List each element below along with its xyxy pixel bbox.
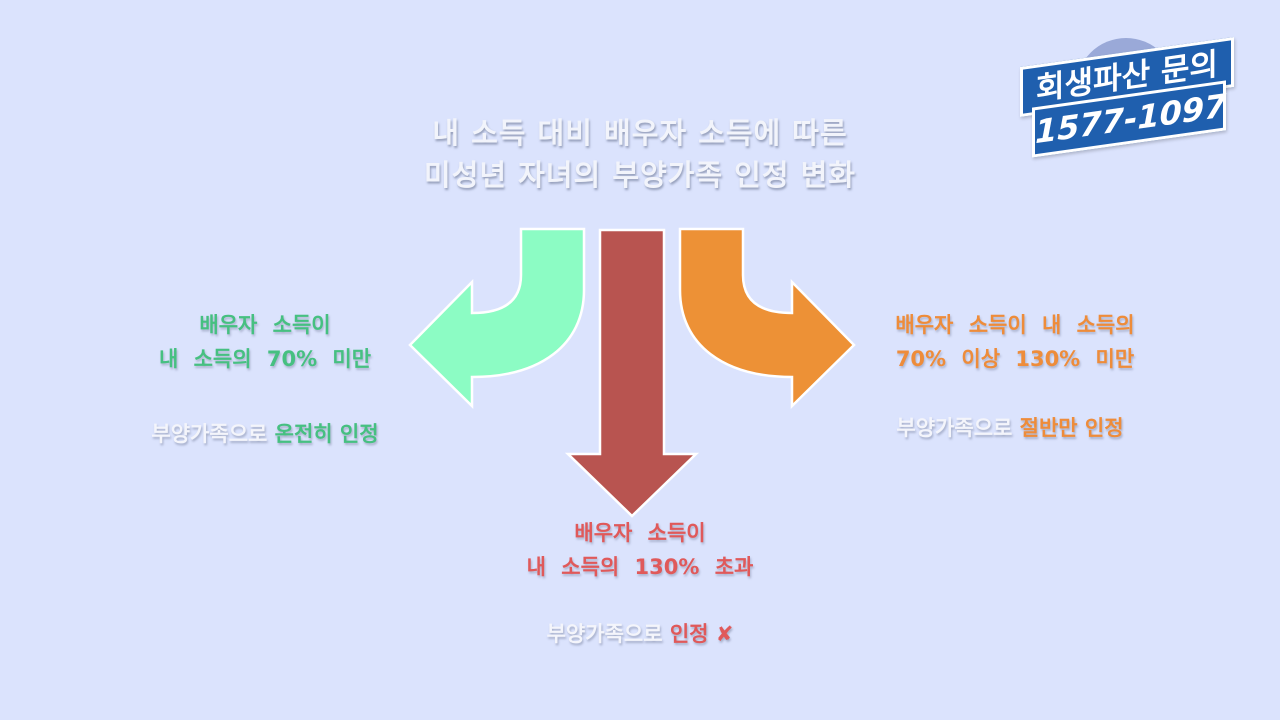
page-title: 내 소득 대비 배우자 소득에 따른 미성년 자녀의 부양가족 인정 변화 — [340, 112, 940, 196]
down-arrow-icon — [564, 228, 700, 518]
title-line-2: 미성년 자녀의 부양가족 인정 변화 — [424, 158, 856, 192]
inquiry-badge: 회생파산 문의 1577-1097 — [1014, 30, 1244, 158]
center-condition-line-2: 내 소득의 130% 초과 — [526, 555, 754, 579]
center-result-lead: 부양가족으로 — [546, 622, 663, 646]
right-condition: 배우자 소득이 내 소득의 70% 이상 130% 미만 — [850, 308, 1180, 376]
left-result-lead: 부양가족으로 — [151, 422, 268, 446]
title-line-1: 내 소득 대비 배우자 소득에 따른 — [432, 116, 848, 150]
left-result: 부양가족으로 온전히 인정 — [100, 418, 430, 448]
left-curved-arrow-icon — [408, 227, 586, 409]
left-result-value: 온전히 인정 — [274, 422, 379, 446]
right-condition-line-2: 70% 이상 130% 미만 — [895, 347, 1135, 371]
right-result: 부양가족으로 절반만 인정 — [845, 412, 1175, 442]
right-condition-line-1: 배우자 소득이 내 소득의 — [895, 313, 1135, 337]
right-result-value: 절반만 인정 — [1019, 416, 1124, 440]
center-condition: 배우자 소득이 내 소득의 130% 초과 — [480, 516, 800, 584]
center-result: 부양가족으로 인정 ✘ — [480, 618, 800, 648]
center-condition-line-1: 배우자 소득이 — [574, 521, 706, 545]
center-result-value: 인정 ✘ — [669, 622, 734, 646]
right-curved-arrow-icon — [678, 227, 856, 409]
left-condition-line-2: 내 소득의 70% 미만 — [158, 347, 372, 371]
left-condition: 배우자 소득이 내 소득의 70% 미만 — [100, 308, 430, 376]
left-condition-line-1: 배우자 소득이 — [199, 313, 331, 337]
right-result-lead: 부양가족으로 — [896, 416, 1013, 440]
